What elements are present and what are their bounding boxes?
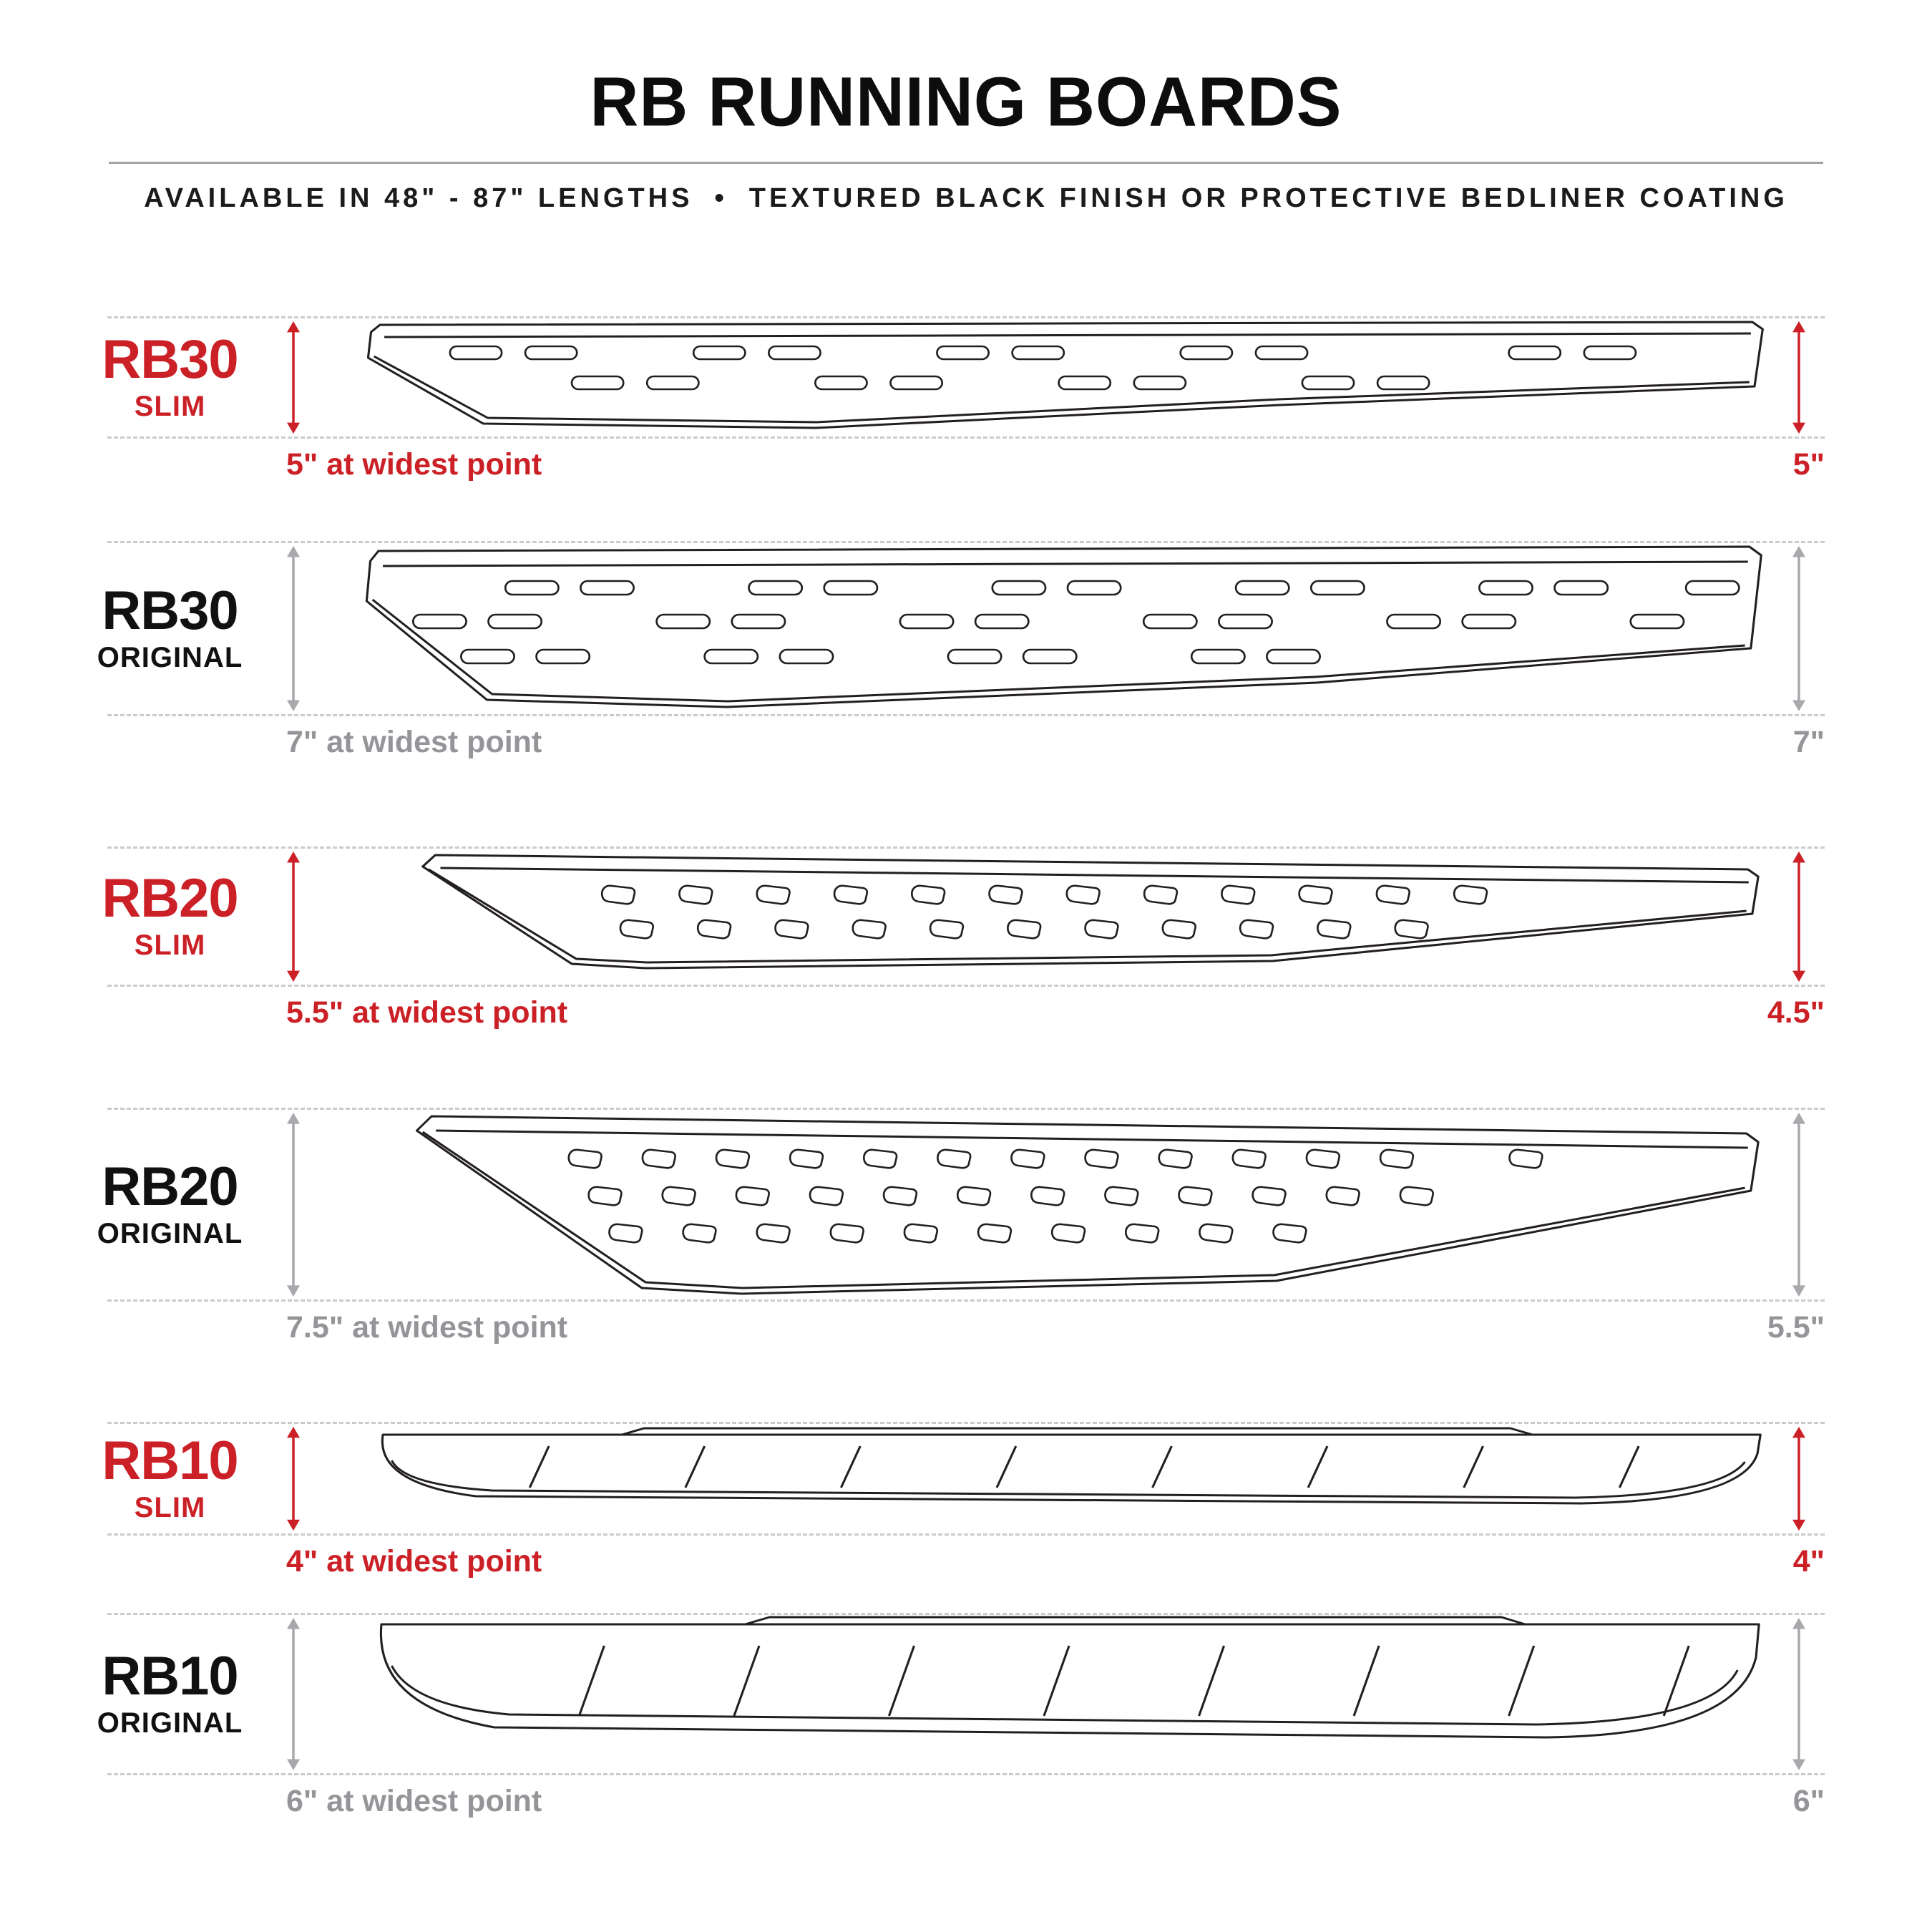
height-measurement: 4" [1792,1544,1825,1579]
widest-point-label: 4" at widest point [286,1544,542,1579]
model-variant: SLIM [134,930,206,961]
model-name: RB30 [102,328,238,390]
model-label: RB20 ORIGINAL [75,1109,265,1300]
widest-point-label: 5.5" at widest point [286,995,568,1030]
widest-point-label: 6" at widest point [286,1784,542,1818]
model-variant: ORIGINAL [97,1707,243,1739]
model-name: RB30 [102,580,238,641]
model-variant: SLIM [134,1491,206,1523]
board-outline-drawing [381,1427,1762,1505]
dimension-dashed-line [107,1299,1825,1302]
page-subtitle: AVAILABLE IN 48" - 87" LENGTHS • TEXTURED … [0,183,1932,214]
widest-point-label: 5" at widest point [286,447,542,482]
height-arrow-left-icon [280,320,306,435]
height-measurement: 4.5" [1767,995,1825,1030]
dimension-dashed-line [107,436,1825,439]
dimension-dashed-line [107,847,1825,849]
height-arrow-left-icon [280,850,306,983]
running-board-drawing [358,1423,1778,1534]
height-measurement: 5" [1792,447,1825,482]
running-board-drawing [358,848,1778,985]
model-name: RB20 [102,868,238,929]
height-arrow-right-icon [1786,1616,1812,1772]
height-measurement: 6" [1792,1784,1825,1818]
dimension-dashed-line [107,985,1825,987]
running-board-drawing [358,318,1778,437]
board-row-rb20-slim: RB20 SLIM 5.5" at widest point 4.5" [0,847,1932,1030]
model-label: RB30 SLIM [75,318,265,437]
dimension-dashed-line [107,1108,1825,1110]
board-row-rb30-slim: RB30 SLIM 5" at widest point 5" [0,316,1932,482]
dimension-dashed-line [107,316,1825,318]
widest-point-label: 7.5" at widest point [286,1310,568,1345]
height-measurement: 7" [1792,725,1825,759]
height-arrow-left-icon [280,545,306,713]
board-row-rb10-original: RB10 ORIGINAL 6" at widest point 6" [0,1613,1932,1818]
height-arrow-left-icon [280,1425,306,1532]
page-title: RB RUNNING BOARDS [590,62,1342,141]
height-arrow-left-icon [280,1111,306,1298]
model-variant: ORIGINAL [97,1217,243,1249]
height-arrow-right-icon [1786,320,1812,435]
height-measurement: 5.5" [1767,1310,1825,1345]
running-board-drawing [358,1614,1778,1774]
height-arrow-right-icon [1786,545,1812,713]
model-label: RB10 SLIM [75,1423,265,1534]
dimension-dashed-line [107,1533,1825,1536]
dimension-dashed-line [107,714,1825,716]
board-outline-drawing [415,1115,1760,1295]
board-row-rb20-original: RB20 ORIGINAL 7.5" at widest point 5.5" [0,1108,1932,1345]
dimension-dashed-line [107,1773,1825,1775]
height-arrow-right-icon [1786,1425,1812,1532]
board-outline-drawing [421,854,1760,970]
board-row-rb10-slim: RB10 SLIM 4" at widest point 4" [0,1422,1932,1579]
model-name: RB10 [102,1430,238,1491]
model-label: RB30 ORIGINAL [75,542,265,715]
height-arrow-left-icon [280,1616,306,1772]
board-row-rb30-original: RB30 ORIGINAL 7" at widest point 7" [0,541,1932,759]
model-variant: ORIGINAL [97,641,243,673]
header-divider [109,162,1823,164]
model-name: RB10 [102,1645,238,1707]
running-board-drawing [358,542,1778,715]
height-arrow-right-icon [1786,850,1812,983]
running-board-drawing [358,1109,1778,1300]
board-outline-drawing [379,1616,1760,1739]
model-label: RB10 ORIGINAL [75,1614,265,1774]
dimension-dashed-line [107,1613,1825,1615]
board-outline-drawing [366,321,1764,429]
model-label: RB20 SLIM [75,848,265,985]
height-arrow-right-icon [1786,1111,1812,1298]
widest-point-label: 7" at widest point [286,725,542,759]
board-outline-drawing [365,545,1762,708]
bullet-separator: • [714,183,728,213]
dimension-dashed-line [107,1422,1825,1424]
subtitle-lengths: AVAILABLE IN 48" - 87" LENGTHS [144,183,693,213]
dimension-dashed-line [107,541,1825,543]
model-variant: SLIM [134,390,206,422]
model-name: RB20 [102,1156,238,1217]
subtitle-finish: TEXTURED BLACK FINISH OR PROTECTIVE BEDL… [748,183,1788,213]
